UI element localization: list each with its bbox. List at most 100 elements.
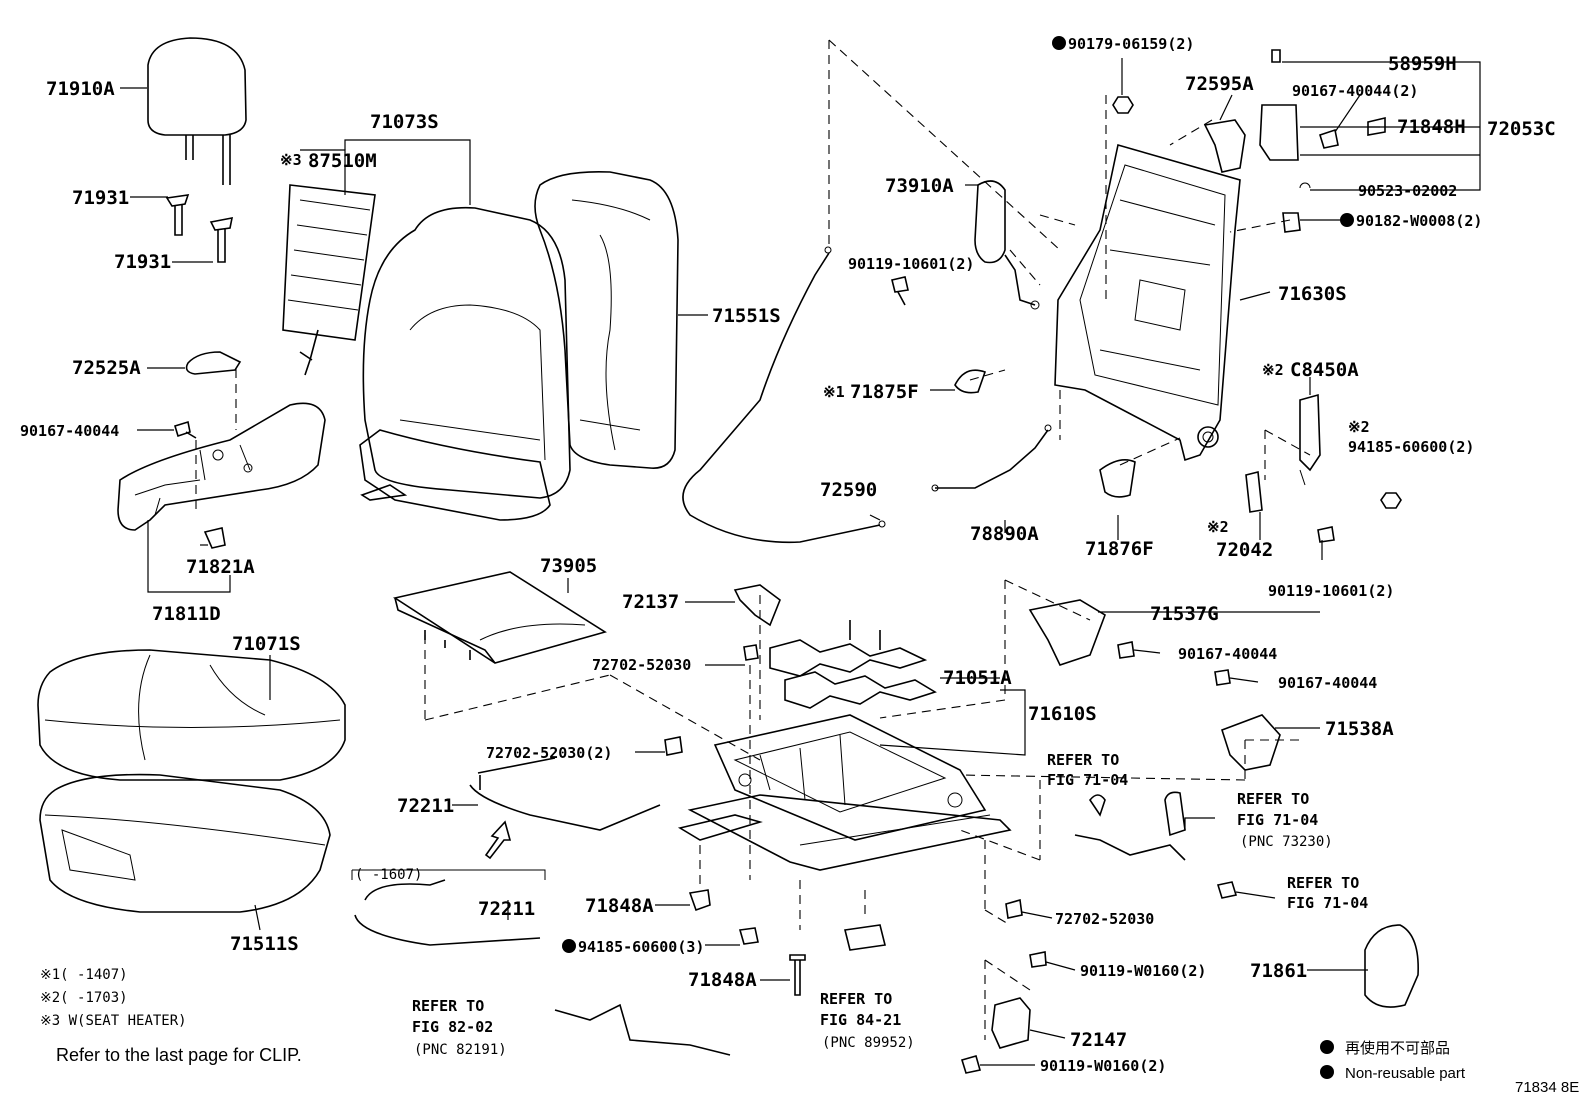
label-58959H: 58959H bbox=[1388, 53, 1457, 75]
label-71875F: 71875F bbox=[850, 381, 919, 403]
label-90179-06159-2: 90179-06159(2) bbox=[1068, 35, 1194, 53]
screw-90167-40044 bbox=[174, 420, 197, 439]
seat-cushion-pad-71511S bbox=[39, 773, 331, 913]
ref-71-04-line1: REFER TO bbox=[1287, 874, 1359, 892]
label-78890A: 78890A bbox=[970, 523, 1039, 545]
cushion-wire-72211 bbox=[469, 757, 661, 860]
label-72702-52030: 72702-52030 bbox=[592, 656, 691, 674]
label-72042-note: ※2 bbox=[1207, 518, 1229, 536]
non-reusable-mark bbox=[1340, 213, 1354, 227]
label-72042: 72042 bbox=[1216, 539, 1273, 561]
label-72211: 72211 bbox=[397, 795, 454, 817]
nut-94185-60600-right bbox=[1380, 492, 1402, 509]
label-90167-40044-2: 90167-40044(2) bbox=[1292, 82, 1418, 100]
footnotes: ※1( -1407) ※2( -1703) ※3 W(SEAT HEATER) … bbox=[40, 967, 302, 1065]
label-72053C: 72053C bbox=[1487, 118, 1556, 140]
label-71811D: 71811D bbox=[152, 603, 221, 625]
ref-71-04-line2: FIG 71-04 bbox=[1047, 771, 1128, 789]
cover-71538A bbox=[1221, 714, 1281, 771]
clip-71848A-upper bbox=[688, 889, 711, 912]
label-90119-W0160-2: 90119-W0160(2) bbox=[1080, 962, 1206, 980]
label-71071S: 71071S bbox=[232, 633, 301, 655]
label-C8450A-note: ※2 bbox=[1262, 361, 1284, 379]
clip-note: Refer to the last page for CLIP. bbox=[56, 1045, 302, 1065]
seatback-cover-71073S bbox=[359, 206, 571, 521]
bracket-72042 bbox=[1245, 471, 1263, 513]
label-72702-52030-2: 72702-52030(2) bbox=[486, 744, 612, 762]
seatbelt-buckle bbox=[1074, 791, 1186, 861]
seat-shield-71811D bbox=[117, 402, 326, 531]
nut-right-bottom bbox=[1216, 881, 1238, 899]
release-cable-72590 bbox=[682, 246, 886, 544]
label-87510M: 87510M bbox=[308, 150, 377, 172]
ref-82-02-line1: REFER TO bbox=[412, 997, 484, 1015]
ref-pnc-73230: (PNC 73230) bbox=[1240, 834, 1333, 850]
side-airbag-73910A bbox=[974, 180, 1040, 310]
screw-72702-52030-2 bbox=[664, 736, 683, 756]
label-71610S: 71610S bbox=[1028, 703, 1097, 725]
label-71537G: 71537G bbox=[1150, 603, 1219, 625]
label-90523-02002: 90523-02002 bbox=[1358, 182, 1457, 200]
label-71821A: 71821A bbox=[186, 556, 255, 578]
seat-cushion-cover-71071S bbox=[37, 649, 346, 781]
label-90119-10601-2: 90119-10601(2) bbox=[1268, 582, 1394, 600]
legend: 再使用不可部品 Non-reusable part bbox=[1320, 1040, 1466, 1082]
ref-71-04-line1: REFER TO bbox=[1047, 751, 1119, 769]
label-71861: 71861 bbox=[1250, 960, 1307, 982]
ref-82-02-line2: FIG 82-02 bbox=[412, 1018, 493, 1036]
footnote-3: ※3 W(SEAT HEATER) bbox=[40, 1013, 187, 1029]
screw-90167-40044-right bbox=[1214, 669, 1231, 686]
screw-90119-10601-lower bbox=[1317, 526, 1335, 543]
label-71630S: 71630S bbox=[1278, 283, 1347, 305]
label-90119-W0160-2: 90119-W0160(2) bbox=[1040, 1057, 1166, 1075]
label-72137: 72137 bbox=[622, 591, 679, 613]
label-71551S: 71551S bbox=[712, 305, 781, 327]
knob-72525A bbox=[185, 351, 242, 375]
label-90119-10601-2: 90119-10601(2) bbox=[848, 255, 974, 273]
bracket-72137 bbox=[733, 584, 781, 627]
non-reusable-mark bbox=[562, 939, 576, 953]
leader-lines bbox=[120, 58, 1481, 1066]
legend-english: Non-reusable part bbox=[1345, 1065, 1466, 1082]
footnote-1: ※1( -1407) bbox=[40, 967, 128, 983]
cover-71537G bbox=[1028, 599, 1106, 666]
ref-pnc-82191: (PNC 82191) bbox=[414, 1042, 507, 1058]
non-reusable-mark bbox=[1320, 1065, 1334, 1079]
label-72147: 72147 bbox=[1070, 1029, 1127, 1051]
harness-78890A bbox=[931, 424, 1052, 492]
label-71876F: 71876F bbox=[1085, 538, 1154, 560]
label-72590: 72590 bbox=[820, 479, 877, 501]
clip-71821A bbox=[203, 527, 226, 549]
label-94185-60600-3: 94185-60600(3) bbox=[578, 938, 704, 956]
nut-90179-06159 bbox=[1112, 96, 1134, 114]
label-71051A: 71051A bbox=[943, 667, 1012, 689]
non-reusable-mark bbox=[1320, 1040, 1334, 1054]
reference-labels: REFER TO FIG 71-04 REFER TO FIG 71-04 (P… bbox=[412, 751, 1368, 1058]
hinge-C8450A bbox=[1299, 393, 1321, 486]
seatback-frame-71630S bbox=[1054, 143, 1241, 462]
recliner-cover-71876F bbox=[1099, 459, 1136, 498]
headrest-guide-71931 bbox=[165, 194, 234, 263]
footnote-2: ※2( -1703) bbox=[40, 990, 128, 1006]
switch-connector bbox=[844, 924, 886, 951]
headrest-71910A bbox=[147, 37, 247, 185]
label-72702-52030: 72702-52030 bbox=[1055, 910, 1154, 928]
screw-72702-52030-center bbox=[743, 644, 759, 661]
label-71931: 71931 bbox=[72, 187, 129, 209]
seat-heater-87510M bbox=[282, 184, 376, 376]
harness-82191 bbox=[554, 1003, 731, 1056]
legend-japanese: 再使用不可部品 bbox=[1345, 1040, 1450, 1057]
cover-71861 bbox=[1364, 924, 1419, 1008]
label-90182-W0008-2: 90182-W0008(2) bbox=[1356, 212, 1482, 230]
label-94185-60600-2: 94185-60600(2) bbox=[1348, 438, 1474, 456]
ref-71-04-line2: FIG 71-04 bbox=[1287, 894, 1368, 912]
screw-72702-52030 bbox=[1005, 898, 1023, 919]
ref-71-04-line1: REFER TO bbox=[1237, 790, 1309, 808]
ref-84-21-line1: REFER TO bbox=[820, 990, 892, 1008]
label-90167-40044: 90167-40044 bbox=[1178, 645, 1277, 663]
label-71931: 71931 bbox=[114, 251, 171, 273]
label-C8450A: C8450A bbox=[1290, 359, 1359, 381]
label-90167-40044: 90167-40044 bbox=[20, 422, 119, 440]
label-87510M-note: ※3 bbox=[280, 151, 302, 169]
